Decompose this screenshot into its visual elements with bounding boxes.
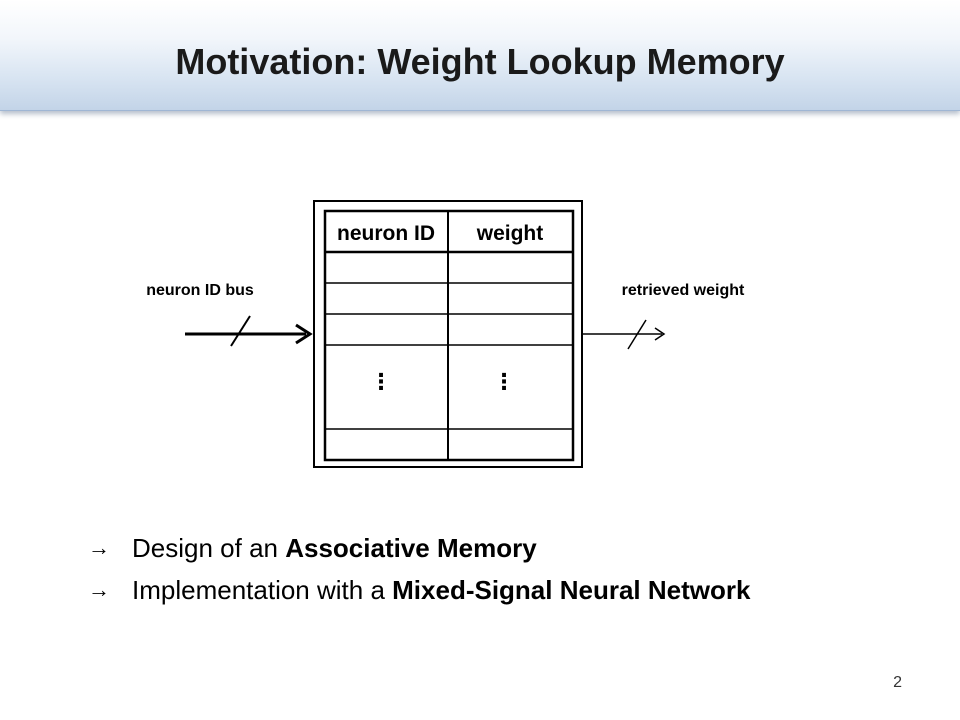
- bullet-text: Design of an: [132, 533, 286, 563]
- bullet-bold-text: Mixed-Signal Neural Network: [392, 575, 751, 605]
- output-bus-slash: [627, 319, 647, 350]
- input-arrowhead: [295, 323, 313, 345]
- ellipsis-neuron-id: ⋮: [370, 370, 392, 395]
- arrow-bullet-icon: →: [88, 577, 110, 602]
- input-bus-slash: [230, 315, 251, 347]
- input-label: neuron ID bus: [146, 282, 254, 299]
- arrow-bullet-icon: →: [88, 535, 110, 560]
- bullet-text: Implementation with a: [132, 575, 393, 605]
- header-weight: weight: [476, 222, 544, 245]
- bullet-item: → Design of an Associative Memory: [88, 527, 750, 569]
- output-arrowhead: [654, 327, 666, 341]
- title-bar: [0, 0, 960, 111]
- output-label: retrieved weight: [622, 282, 745, 299]
- bullet-bold-text: Associative Memory: [285, 533, 537, 563]
- bullet-item: → Implementation with a Mixed-Signal Neu…: [88, 569, 750, 611]
- page-number: 2: [893, 674, 902, 691]
- bullet-list: → Design of an Associative Memory → Impl…: [88, 527, 750, 611]
- header-neuron-id: neuron ID: [337, 222, 435, 245]
- slide-title: Motivation: Weight Lookup Memory: [175, 41, 785, 82]
- memory-outer-frame: [313, 200, 583, 468]
- ellipsis-weight: ⋮: [493, 370, 515, 395]
